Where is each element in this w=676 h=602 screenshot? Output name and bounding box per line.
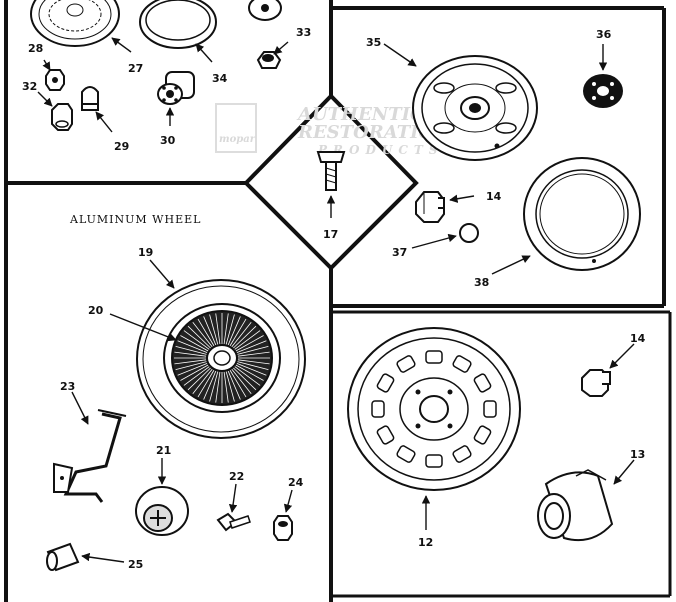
callout-30: 30 [160,134,176,147]
callout-32: 32 [22,80,37,93]
callout-14-upper: 14 [486,190,502,203]
callout-22: 22 [229,470,244,483]
part-21-center-cap-icon [135,486,189,536]
callout-21: 21 [156,444,171,457]
part-36-hub-plate-icon [583,74,623,108]
callout-34: 34 [212,72,228,85]
part-34-trim-ring-icon [139,0,217,49]
part-14-lug-nut-icon [415,191,445,223]
callout-20: 20 [88,304,104,317]
callout-27: 27 [128,62,143,75]
callout-28: 28 [28,42,43,55]
callout-35: 35 [366,36,381,49]
callout-13: 13 [630,448,645,461]
callout-36: 36 [596,28,612,41]
mopar-badge-icon [215,103,257,153]
part-14-lug-nut-lower-icon [581,369,611,397]
part-37-ball-icon [459,223,479,243]
part-24-nut-icon [273,515,293,541]
callout-37: 37 [392,246,407,259]
watermark: mopar AUTHENTIC RESTORATION PRODUCTS [215,103,452,157]
watermark-badge: mopar [219,134,256,145]
callout-14-lower: 14 [630,332,646,345]
part-33-cap-icon [248,0,282,69]
part-22-bolt-icon [216,512,251,532]
callout-29: 29 [114,140,129,153]
part-25-stud-icon [46,542,80,572]
part-13-hub-assembly-icon [537,469,614,542]
part-35-steel-wheel-icon [412,55,538,161]
part-27-wheel-cover-icon [30,0,120,47]
part-29-acorn-nut-icon [81,86,99,111]
callout-numbers: 27 34 33 28 32 29 30 17 35 36 14 37 38 1… [22,26,646,571]
part-17-bolt-icon [316,151,346,191]
callout-24: 24 [288,476,304,489]
watermark-line1: AUTHENTIC [296,104,425,125]
watermark-line2: RESTORATION [297,122,452,143]
callout-23: 23 [60,380,75,393]
watermark-line3: PRODUCTS [317,143,443,157]
part-28-nut-icon [45,69,65,91]
callout-25: 25 [128,558,143,571]
callout-33: 33 [296,26,311,39]
part-23-bracket-icon [53,409,127,503]
part-32-lug-nut-icon [51,103,73,131]
part-20-center-cover-icon [163,303,281,413]
part-38-tire-icon [523,157,641,271]
leader-lines [37,37,635,563]
caption-aluminum-wheel: ALUMINUM WHEEL [69,213,201,226]
callout-19: 19 [138,246,153,259]
callout-12: 12 [418,536,433,549]
part-30-hub-icon [157,71,195,105]
part-12-cast-wheel-icon [347,327,521,491]
callout-38: 38 [474,276,489,289]
callout-17: 17 [323,228,338,241]
